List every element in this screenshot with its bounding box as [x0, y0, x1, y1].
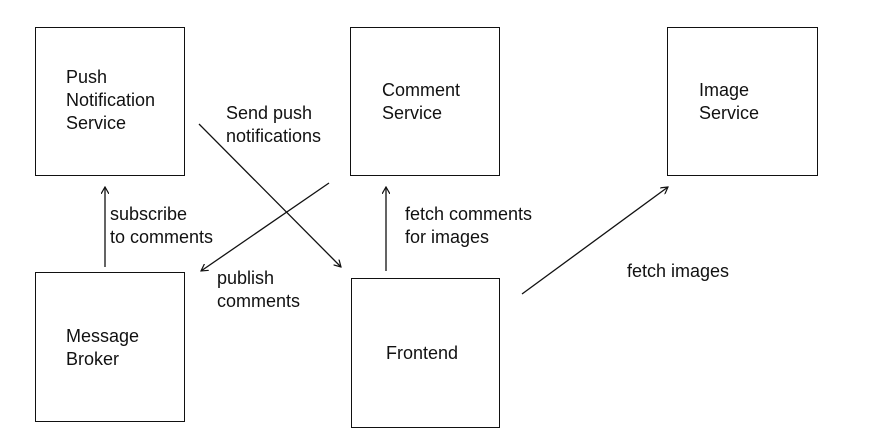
push-notification-service-box	[35, 27, 185, 176]
comment-service-box	[350, 27, 500, 176]
frontend-box	[351, 278, 500, 428]
message-broker-label: Message Broker	[66, 326, 140, 369]
fetch-comments-for-images-label: fetch comments for images	[405, 204, 533, 247]
frontend-label: Frontend	[386, 343, 459, 363]
image-service-label: Image Service	[699, 80, 760, 123]
subscribe-to-comments-label: subscribe to comments	[110, 204, 214, 247]
send-push-notifications-label: Send push notifications	[226, 103, 322, 146]
push-notification-service-label: Push Notification Service	[66, 67, 156, 133]
comment-service-label: Comment Service	[382, 80, 461, 123]
publish-comments-label: publish comments	[217, 268, 301, 311]
publish-comments-arrow	[201, 182, 330, 271]
fetch-images-label: fetch images	[627, 261, 730, 281]
image-service-box	[667, 27, 818, 176]
message-broker-box	[35, 272, 185, 422]
